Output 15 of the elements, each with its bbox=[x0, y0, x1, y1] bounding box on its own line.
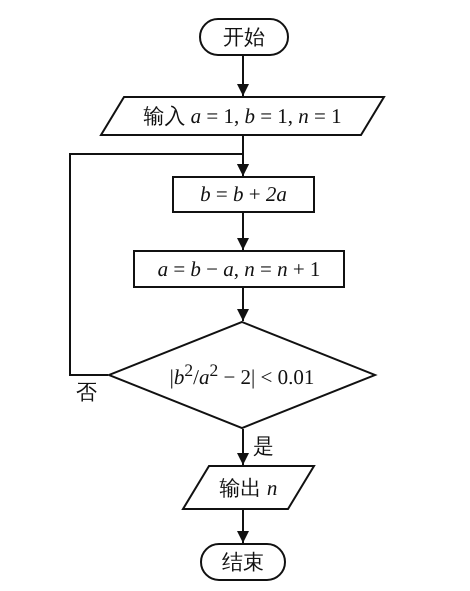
arrow bbox=[237, 213, 249, 250]
process-box: a = b − a, n = n + 1 bbox=[133, 250, 345, 288]
terminal-shape: 开始 bbox=[199, 18, 289, 56]
io-parallelogram: 输入 a = 1, b = 1, n = 1 bbox=[100, 96, 385, 136]
arrow bbox=[237, 56, 249, 96]
io-parallelogram: 输出 n bbox=[182, 465, 315, 510]
decision-diamond: |b$^{2}$/a$^{2}$ − 2| < 0.01 bbox=[108, 321, 376, 429]
arrow bbox=[237, 288, 249, 321]
edge-label: 否 bbox=[74, 381, 99, 404]
arrow bbox=[237, 429, 249, 465]
arrow bbox=[69, 153, 249, 376]
terminal-shape: 结束 bbox=[200, 543, 286, 581]
process-box: b = b + 2a bbox=[172, 176, 315, 213]
edge-label: 是 bbox=[251, 435, 276, 458]
arrow bbox=[237, 510, 249, 543]
